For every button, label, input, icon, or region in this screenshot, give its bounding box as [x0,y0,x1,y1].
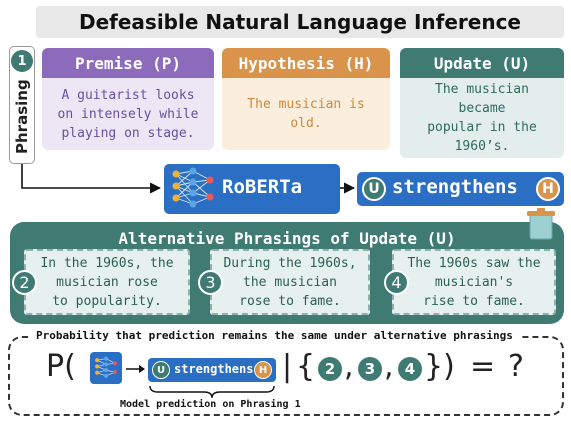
alternative-text-line: The 1960s saw the [407,255,541,271]
alternative-phrasings-title: Alternative Phrasings of Update (U) [118,228,456,248]
model-prediction-label: Model prediction on Phrasing 1 [120,399,301,410]
formula-comma: , [344,349,354,384]
neural-network-icon [172,167,214,208]
formula-question: ? [508,349,524,384]
alternative-number-badge: 4 [384,270,409,295]
premise-text-line: playing on stage. [61,125,195,141]
phrasing-number-badge: 1 [11,50,33,72]
hypothesis-card-header: Hypothesis (H) [222,48,390,78]
formula-set-number: 2 [318,357,342,381]
alternative-number-badge: 3 [198,270,223,295]
premise-card-header: Premise (P) [42,48,214,78]
hypothesis-badge: H [536,177,560,201]
update-card-header: Update (U) [400,48,564,78]
prediction-relation: strengthens [392,176,518,198]
formula-brace-open: { [296,349,316,384]
alternative-phrasing-card: During the 1960s, the musician rose to f… [210,249,370,315]
update-text-line: popular in the [427,120,537,135]
premise-card-body: A guitarist looks on intensely while pla… [42,78,214,150]
formula-arrow-icon [126,365,145,373]
alternative-text-line: rise to fame. [423,293,525,309]
update-text-line: The musician became [435,82,529,116]
update-badge: U [362,177,386,201]
prediction-box [357,172,564,206]
alternative-text-line: musician's [434,274,514,290]
formula-equals: = [470,349,496,384]
probability-caption: Probability that prediction remains the … [30,327,519,343]
formula-brace-close: }) [424,349,455,384]
premise-text-line: on intensely while [57,106,199,122]
alternative-text-line: During the 1960s, [223,255,357,271]
formula-p-open: P( [46,349,76,384]
formula-set-number: 4 [398,357,422,381]
alternative-text-line: musician rose [56,274,158,290]
alternative-text-line: rose to fame. [239,293,341,309]
trash-can-icon [527,208,555,240]
update-text-line: 1960’s. [454,139,510,154]
alternative-text-line: the musician [243,274,337,290]
roberta-label: RoBERTa [222,176,303,198]
alternative-phrasing-card: The 1960s saw the musician's rise to fam… [392,249,556,315]
alternative-text-line: to popularity. [52,293,162,309]
alternative-number-badge: 2 [12,270,37,295]
alternative-phrasing-card: In the 1960s, the musician rose to popul… [24,249,190,315]
update-card-body: The musician became popular in the 1960’… [400,78,564,158]
formula-prediction-relation: strengthens [174,362,254,376]
formula-comma: , [384,349,394,384]
alternative-text-line: In the 1960s, the [40,255,174,271]
hypothesis-text-line: The musician is [247,97,365,112]
page-title: Defeasible Natural Language Inference [36,6,564,38]
formula-hypothesis-badge: H [254,361,272,379]
hypothesis-card-body: The musician is old. [222,78,390,150]
formula-set-number: 3 [358,357,382,381]
premise-text-line: A guitarist looks [61,87,195,103]
neural-network-icon [95,356,117,378]
formula-bar: | [282,349,293,384]
hypothesis-text-line: old. [290,116,322,131]
formula-update-badge: U [152,361,170,379]
phrasing-to-model-arrow [21,164,162,194]
prediction-brace [149,385,275,399]
